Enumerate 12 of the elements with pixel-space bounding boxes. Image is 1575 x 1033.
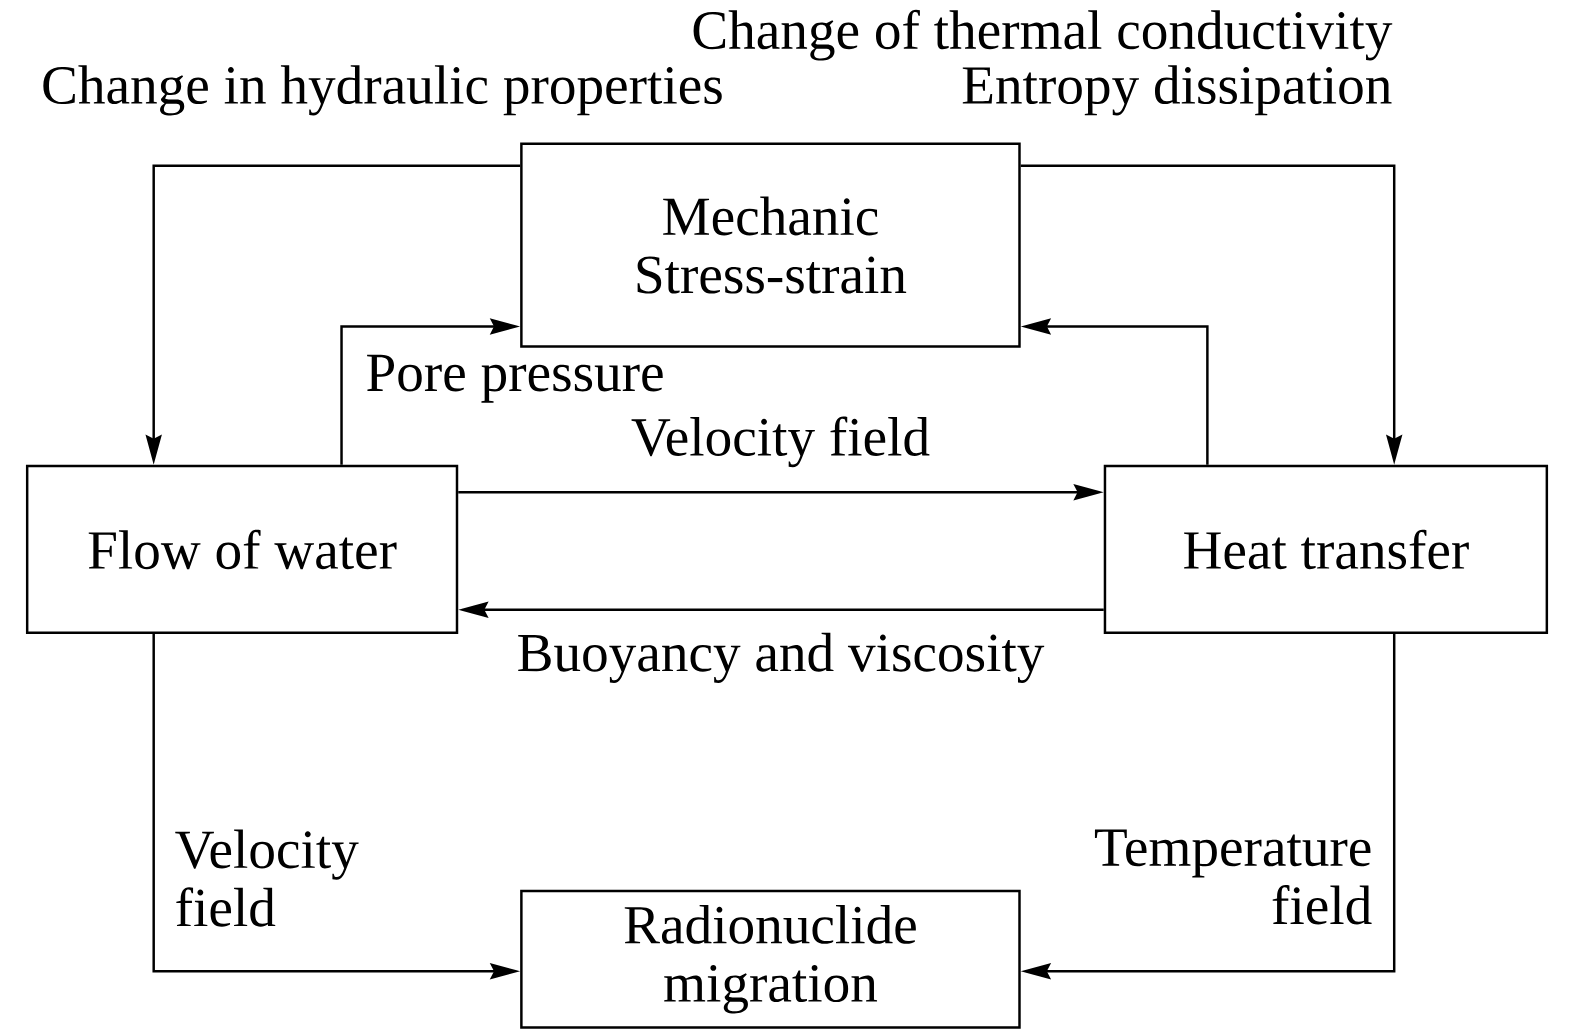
- process-box: Heat transfer: [1103, 465, 1549, 635]
- annotation-label: Entropy dissipation: [962, 65, 1392, 116]
- process-box: Mechanic Stress-strain: [520, 142, 1021, 348]
- edge-label: Velocity field: [631, 416, 930, 468]
- process-box: Radionuclide migration: [520, 889, 1021, 1029]
- edge-label: Change in hydraulic properties: [43, 65, 722, 116]
- process-box: Flow of water: [25, 465, 459, 635]
- edge-label: Buoyancy and viscosity: [518, 633, 1045, 684]
- edge-label: Pore pressure: [367, 354, 663, 403]
- edge-label: Velocity field: [175, 829, 359, 927]
- edge-label: Temperature field: [1094, 829, 1372, 925]
- edge-label: Change of thermal conductivity: [693, 9, 1393, 61]
